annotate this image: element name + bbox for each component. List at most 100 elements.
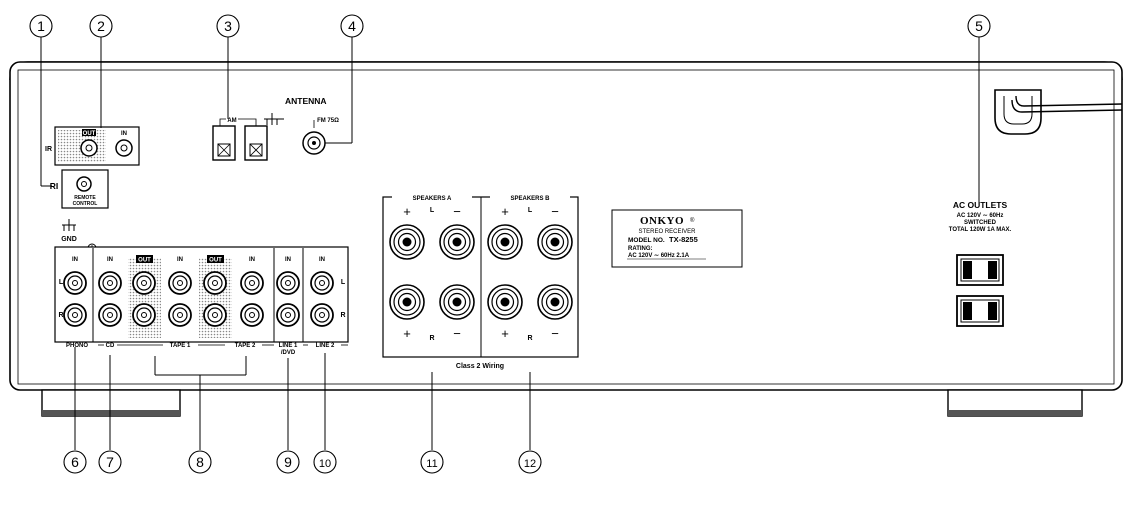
power-cord bbox=[994, 89, 1123, 135]
callout-number: 12 bbox=[524, 458, 536, 470]
callout-marker: 11 bbox=[420, 450, 444, 474]
spk-b-plus-top: + bbox=[501, 204, 509, 219]
label-plate bbox=[611, 209, 743, 268]
callout-number: 4 bbox=[348, 18, 356, 34]
tape2-out-tag bbox=[207, 255, 224, 263]
brand-reg: ® bbox=[690, 217, 695, 224]
foot-right-shadow bbox=[948, 410, 1082, 416]
rca-jack[interactable] bbox=[203, 271, 227, 295]
plate-rating: RATING: bbox=[628, 246, 653, 252]
rca-jack[interactable] bbox=[132, 271, 156, 295]
callout-marker: 10 bbox=[313, 450, 337, 474]
speaker-terminal[interactable] bbox=[537, 224, 573, 260]
ac-outlets-title: AC OUTLETS bbox=[953, 200, 1008, 210]
tape1-in-label: IN bbox=[177, 257, 183, 263]
brand-logo: ONKYO bbox=[640, 215, 684, 227]
rca-jack[interactable] bbox=[98, 303, 122, 327]
gnd-label: GND bbox=[61, 236, 77, 243]
antenna-am-label: AM bbox=[227, 118, 236, 124]
callout-number: 7 bbox=[106, 454, 114, 470]
rca-jack-group bbox=[63, 271, 334, 327]
ac-outlets-line3: TOTAL 120W 1A MAX. bbox=[949, 227, 1012, 233]
cd-in-label: IN bbox=[107, 257, 113, 263]
callout-marker: 9 bbox=[276, 450, 300, 474]
callout-marker: 3 bbox=[216, 14, 240, 38]
speakers-b-label: SPEAKERS B bbox=[510, 196, 550, 202]
rca-jack[interactable] bbox=[240, 271, 264, 295]
rca-jack[interactable] bbox=[276, 271, 300, 295]
callout-number: 6 bbox=[71, 454, 79, 470]
antenna-title: ANTENNA bbox=[285, 96, 327, 106]
spk-a-plus-top: + bbox=[403, 204, 411, 219]
line1-in-label: IN bbox=[285, 257, 291, 263]
rca-jack[interactable] bbox=[168, 271, 192, 295]
antenna-fm-label: FM 75Ω bbox=[317, 118, 339, 124]
foot-left-shadow bbox=[42, 410, 180, 416]
ac-outlets-line1: AC 120V ∼ 60Hz bbox=[957, 213, 1004, 219]
ir-out-tag bbox=[82, 129, 96, 136]
jack-r-right: R bbox=[340, 312, 345, 319]
speaker-terminal[interactable] bbox=[389, 224, 425, 260]
rca-jack[interactable] bbox=[168, 303, 192, 327]
callout-number: 11 bbox=[426, 458, 437, 470]
plate-line1: STEREO RECEIVER bbox=[638, 229, 696, 235]
antenna-ground-icon bbox=[264, 113, 284, 125]
phono-in-label: IN bbox=[72, 257, 78, 263]
remote-ri-label: RI bbox=[50, 181, 59, 191]
ir-label: IR bbox=[45, 146, 52, 153]
panel-inner bbox=[17, 69, 1115, 385]
jack-r-left: R bbox=[58, 312, 63, 319]
callout-marker: 5 bbox=[967, 14, 991, 38]
callout-marker: 6 bbox=[63, 450, 87, 474]
speaker-terminal[interactable] bbox=[439, 284, 475, 320]
callout-number: 8 bbox=[196, 454, 204, 470]
rca-jack[interactable] bbox=[63, 271, 87, 295]
tape2-out-label: OUT bbox=[209, 258, 222, 264]
rca-jack[interactable] bbox=[132, 303, 156, 327]
cd-label: CD bbox=[106, 343, 115, 349]
remote-label-1: REMOTE bbox=[74, 195, 96, 201]
line2-in-label: IN bbox=[319, 257, 325, 263]
callout-marker: 12 bbox=[518, 450, 542, 474]
jack-l-right: L bbox=[341, 279, 346, 286]
phono-label: PHONO bbox=[66, 343, 88, 349]
speaker-terminal[interactable] bbox=[389, 284, 425, 320]
rca-jack[interactable] bbox=[63, 303, 87, 327]
rca-jack[interactable] bbox=[98, 271, 122, 295]
spk-a-r: R bbox=[429, 335, 434, 342]
ac-outlet[interactable] bbox=[956, 295, 1004, 327]
rca-jack[interactable] bbox=[310, 303, 334, 327]
callout-marker: 1 bbox=[29, 14, 53, 38]
rca-jack[interactable] bbox=[310, 271, 334, 295]
speaker-terminal[interactable] bbox=[439, 224, 475, 260]
antenna-am-bracket bbox=[219, 118, 257, 126]
spk-b-minus-bottom: − bbox=[551, 326, 559, 341]
rca-jack[interactable] bbox=[203, 303, 227, 327]
spk-b-plus-bottom: + bbox=[501, 326, 509, 341]
callout-marker: 4 bbox=[340, 14, 364, 38]
callout-number: 10 bbox=[319, 458, 331, 470]
rca-dividers bbox=[92, 248, 304, 342]
rca-jack[interactable] bbox=[276, 303, 300, 327]
ir-out-label: OUT bbox=[83, 131, 96, 137]
ir-in-label: IN bbox=[121, 131, 127, 137]
speaker-terminal[interactable] bbox=[487, 224, 523, 260]
remote-label-2: CONTROL bbox=[73, 201, 98, 207]
tape2-in-label: IN bbox=[249, 257, 255, 263]
ac-outlets-line2: SWITCHED bbox=[964, 220, 997, 226]
plate-ac: AC 120V ∼ 60Hz 2.1A bbox=[628, 253, 690, 259]
spk-a-minus-top: − bbox=[453, 204, 461, 219]
speaker-terminal[interactable] bbox=[487, 284, 523, 320]
line1-label: LINE 1 bbox=[279, 343, 298, 349]
spk-a-minus-bottom: − bbox=[453, 326, 461, 341]
callout-marker: 7 bbox=[98, 450, 122, 474]
rca-jack[interactable] bbox=[240, 303, 264, 327]
speaker-terminal[interactable] bbox=[537, 284, 573, 320]
ac-outlet[interactable] bbox=[956, 254, 1004, 286]
callout-marker: 2 bbox=[89, 14, 113, 38]
jack-l-left: L bbox=[59, 279, 64, 286]
callout-number: 1 bbox=[37, 18, 45, 34]
